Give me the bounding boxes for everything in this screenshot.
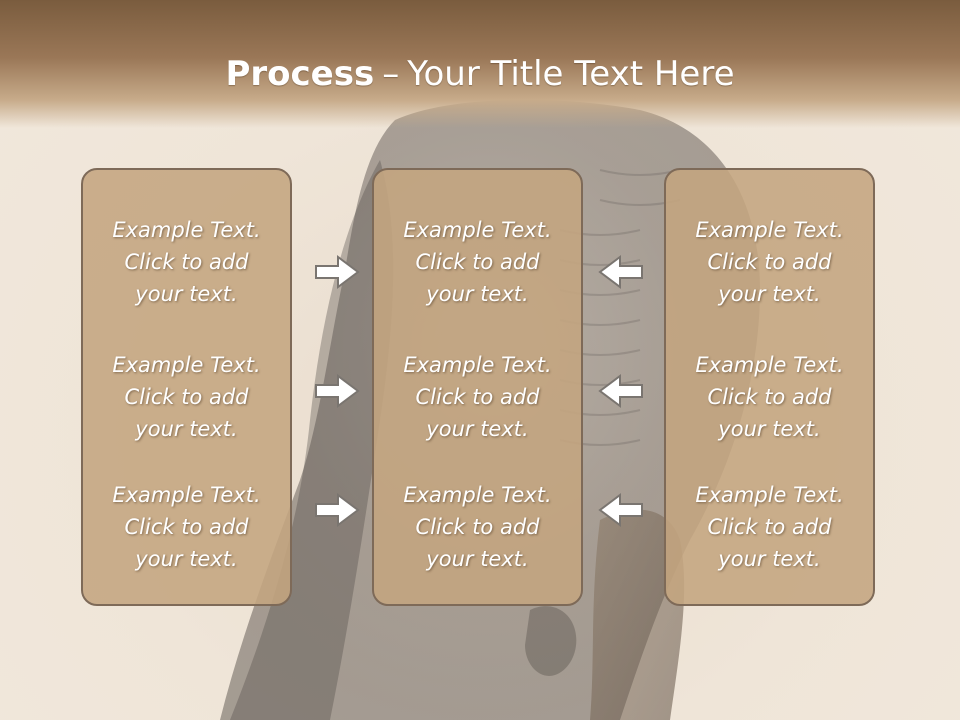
text-line: Click to add [124, 515, 249, 539]
arrow-right-icon[interactable] [314, 255, 360, 289]
text-line: Click to add [415, 250, 540, 274]
text-line: your text. [718, 417, 821, 441]
text-line: Click to add [124, 250, 249, 274]
text-line: Example Text. [695, 353, 844, 377]
text-line: Example Text. [112, 353, 261, 377]
text-line: Example Text. [695, 483, 844, 507]
arrow-right-icon[interactable] [314, 374, 360, 408]
left-box-text-1[interactable]: Example Text. Click to add your text. [83, 214, 290, 310]
title-separator: – [382, 54, 400, 94]
text-line: Click to add [707, 385, 832, 409]
text-line: your text. [718, 282, 821, 306]
middle-box-text-1[interactable]: Example Text. Click to add your text. [374, 214, 581, 310]
title-band [0, 0, 960, 128]
left-box-text-3[interactable]: Example Text. Click to add your text. [83, 479, 290, 575]
arrow-right-icon[interactable] [314, 493, 360, 527]
text-line: your text. [135, 547, 238, 571]
arrow-left-icon[interactable] [598, 493, 644, 527]
text-line: Click to add [415, 385, 540, 409]
text-line: your text. [718, 547, 821, 571]
middle-box-text-2[interactable]: Example Text. Click to add your text. [374, 349, 581, 445]
right-box-text-3[interactable]: Example Text. Click to add your text. [666, 479, 873, 575]
text-line: Example Text. [695, 218, 844, 242]
right-box-text-2[interactable]: Example Text. Click to add your text. [666, 349, 873, 445]
text-line: Example Text. [403, 353, 552, 377]
right-text-box[interactable]: Example Text. Click to add your text. Ex… [664, 168, 875, 606]
text-line: Example Text. [403, 218, 552, 242]
title-rest: Your Title Text Here [407, 54, 735, 94]
text-line: Example Text. [112, 218, 261, 242]
text-line: Click to add [415, 515, 540, 539]
left-text-box[interactable]: Example Text. Click to add your text. Ex… [81, 168, 292, 606]
text-line: Example Text. [403, 483, 552, 507]
text-line: Example Text. [112, 483, 261, 507]
title-bold: Process [225, 54, 375, 94]
left-box-text-2[interactable]: Example Text. Click to add your text. [83, 349, 290, 445]
text-line: Click to add [707, 515, 832, 539]
text-line: Click to add [124, 385, 249, 409]
arrow-left-icon[interactable] [598, 374, 644, 408]
text-line: your text. [135, 282, 238, 306]
text-line: your text. [426, 282, 529, 306]
arrow-left-icon[interactable] [598, 255, 644, 289]
text-line: your text. [426, 547, 529, 571]
middle-box-text-3[interactable]: Example Text. Click to add your text. [374, 479, 581, 575]
text-line: your text. [135, 417, 238, 441]
middle-text-box[interactable]: Example Text. Click to add your text. Ex… [372, 168, 583, 606]
text-line: Click to add [707, 250, 832, 274]
right-box-text-1[interactable]: Example Text. Click to add your text. [666, 214, 873, 310]
slide-title[interactable]: Process–Your Title Text Here [0, 52, 960, 96]
text-line: your text. [426, 417, 529, 441]
